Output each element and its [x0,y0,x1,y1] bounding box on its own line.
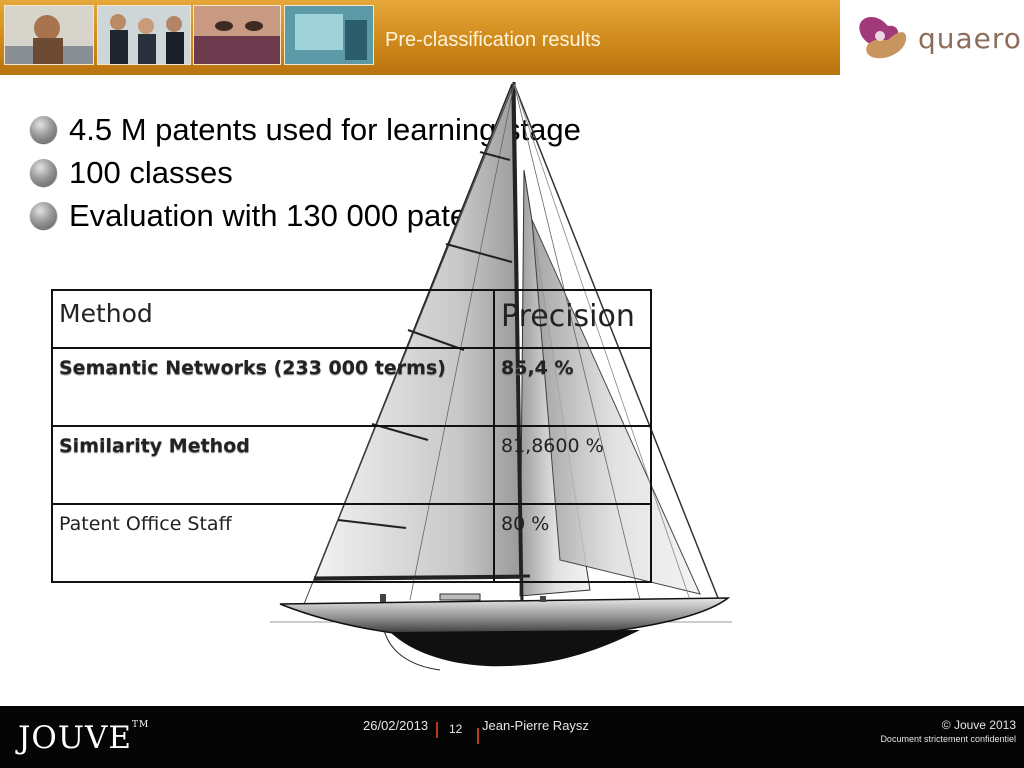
jouve-logo: JOUVETM [18,720,149,756]
bullet-ball-icon [30,202,57,229]
slide-title: Pre-classification results [385,29,601,51]
table-row: Semantic Networks (233 000 terms) 85,4 % [51,347,652,427]
bullet-text: Evaluation with 130 000 patents [69,197,509,233]
precision-cell: 85,4 % [493,347,652,427]
header-banner: Pre-classification results [0,0,840,75]
method-cell: Semantic Networks (233 000 terms) [51,347,495,427]
precision-cell: 80 % [493,503,652,583]
header-photo-1 [4,5,94,65]
quaero-logo-icon [859,17,907,59]
trademark-mark: TM [131,720,150,730]
results-table: Method Precision Semantic Networks (233 … [51,289,652,583]
header-photo-4 [284,5,374,65]
quaero-logo-text: quaero [918,22,1022,55]
footer-separator [477,728,479,744]
footer-separator [436,722,438,738]
page-number: 12 [449,722,463,736]
table-row: Similarity Method 81,8600 % [51,425,652,505]
header-photo-3 [193,5,281,65]
bullet-item: 100 classes [30,151,581,194]
header-method: Method [51,289,495,349]
footer-date: 26/02/2013 [363,718,429,733]
jouve-logo-text: JOUVE [18,720,132,756]
bullet-item: Evaluation with 130 000 patents [30,194,581,237]
bullet-ball-icon [30,159,57,186]
footer-confidential: Document strictement confidentiel [880,734,1016,744]
bullet-item: 4.5 M patents used for learning stage [30,108,581,151]
header-precision: Precision [493,289,652,349]
bullet-text: 100 classes [69,154,233,190]
footer-author: Jean-Pierre Raysz [482,718,589,733]
method-cell: Similarity Method [51,425,495,505]
bullet-text: 4.5 M patents used for learning stage [69,111,581,147]
footer-copyright: © Jouve 2013 [941,718,1016,732]
method-cell: Patent Office Staff [51,503,495,583]
precision-cell: 81,8600 % [493,425,652,505]
bullet-list: 4.5 M patents used for learning stage 10… [30,108,581,237]
footer: JOUVETM 26/02/2013 12 Jean-Pierre Raysz … [0,706,1024,768]
quaero-logo-area: quaero [840,0,1024,75]
header-photo-2 [97,5,191,65]
table-row: Patent Office Staff 80 % [51,503,652,583]
bullet-ball-icon [30,116,57,143]
table-header-row: Method Precision [51,289,652,349]
